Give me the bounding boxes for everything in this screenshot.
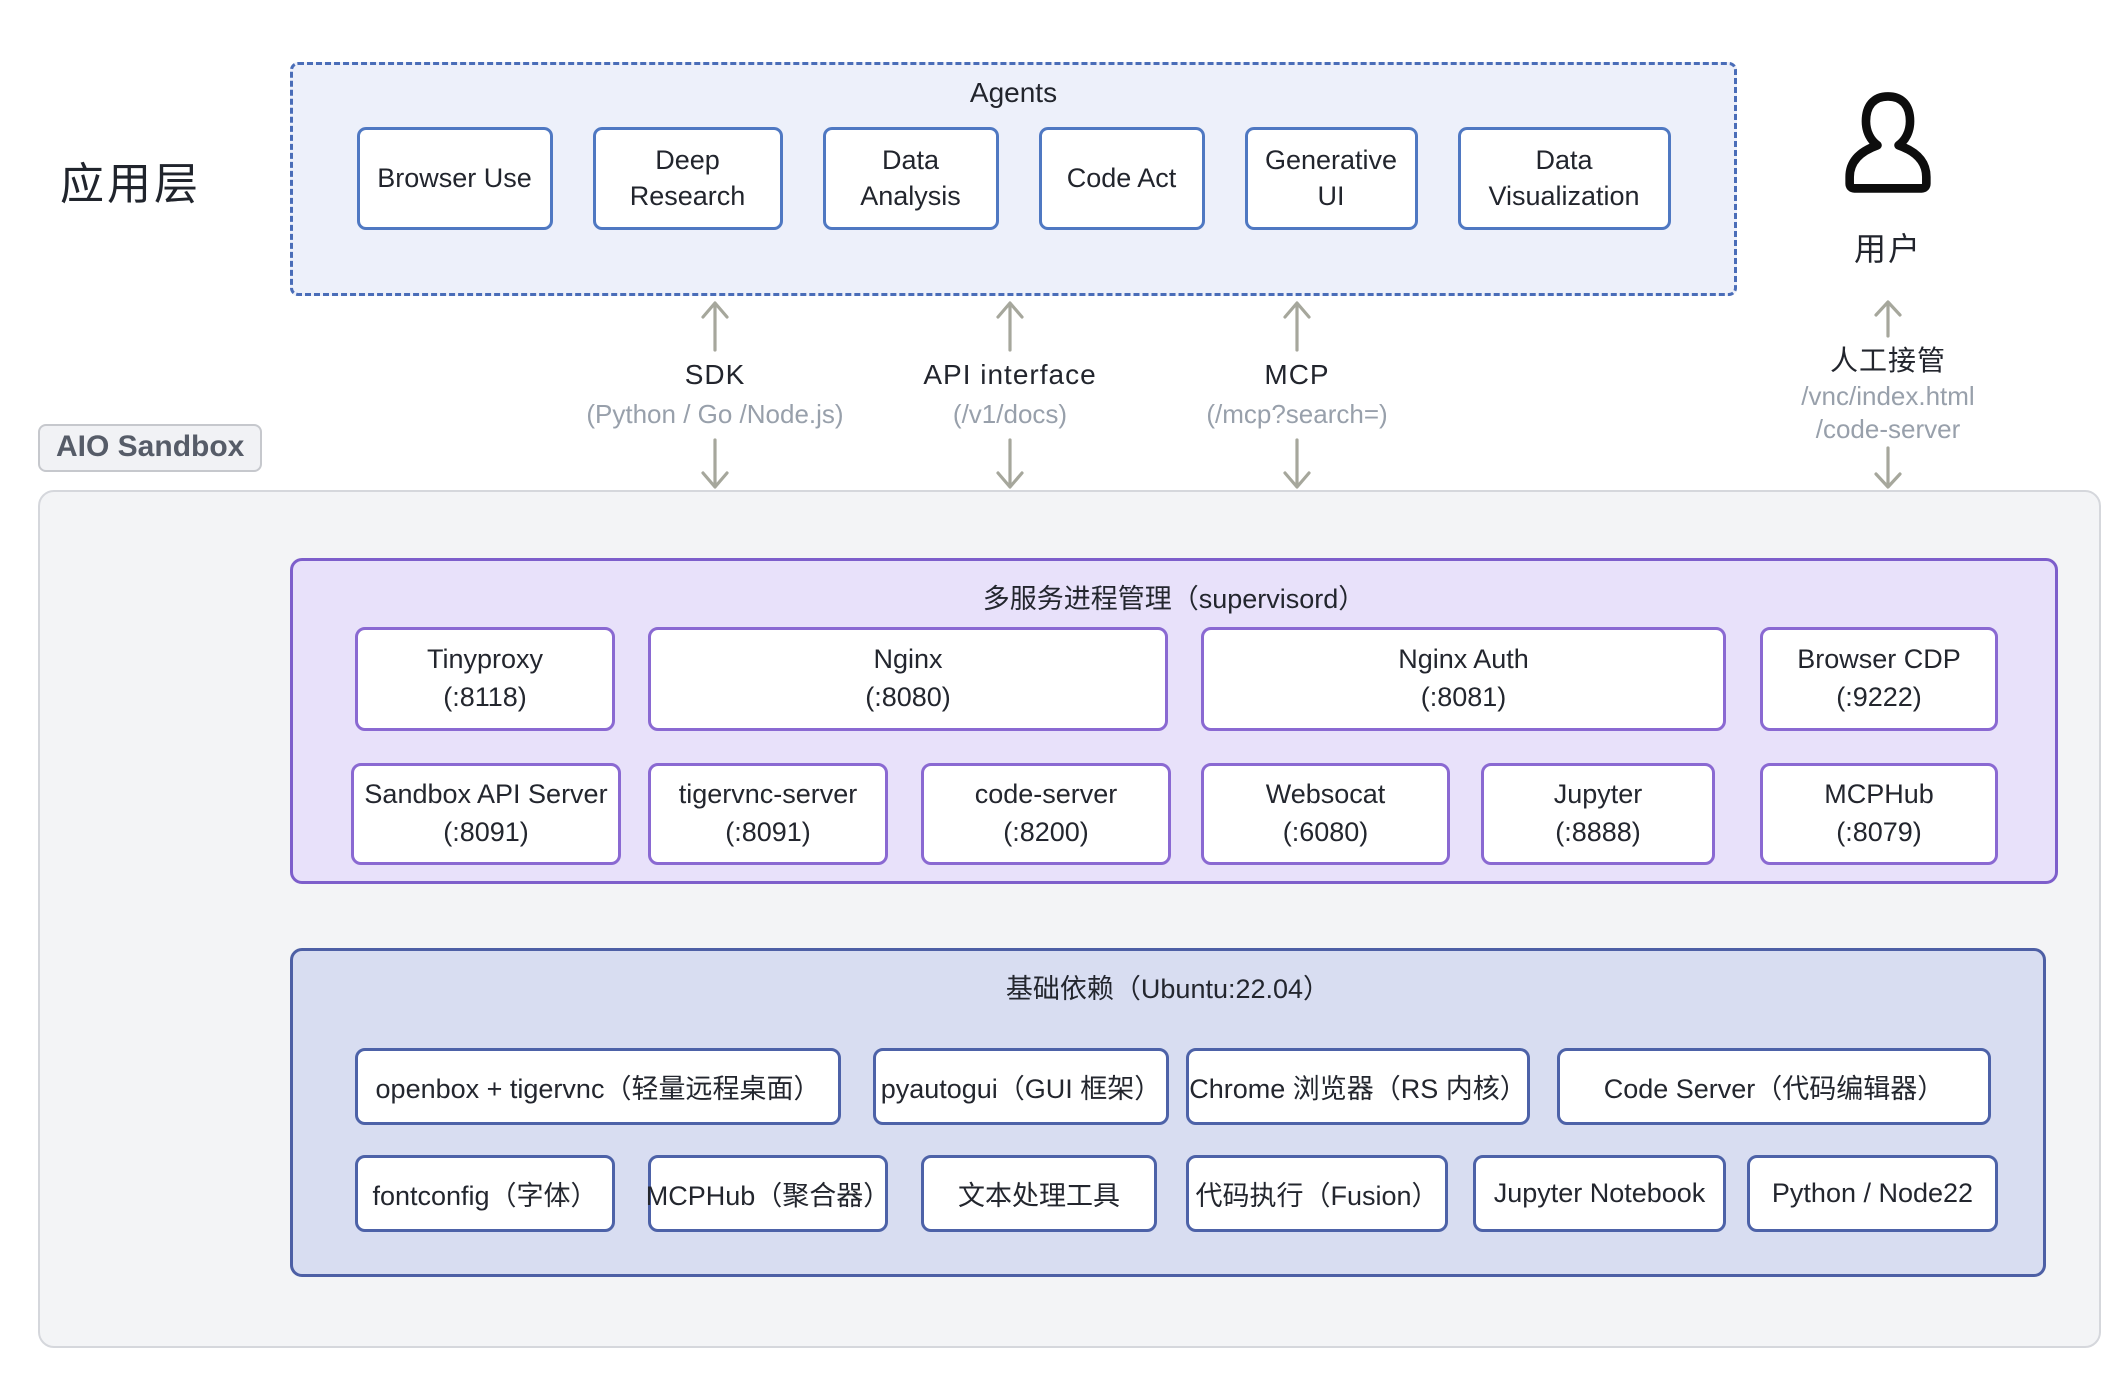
agent-box-code-act: Code Act: [1038, 127, 1205, 230]
service-name: MCPHub: [1824, 779, 1934, 810]
service-port: (:8200): [1003, 817, 1089, 847]
connector-label: MCP: [1264, 359, 1330, 391]
service-box-sandbox-api-server: Sandbox API Server (:8091): [351, 763, 621, 865]
service-name: Sandbox API Server: [364, 779, 608, 810]
up-arrow-icon: [701, 301, 729, 352]
app-layer-label: 应用层: [60, 160, 201, 209]
connector-label: SDK: [684, 359, 746, 391]
service-box-mcphub: MCPHub (:8079): [1760, 763, 1998, 865]
connector-sublabel-2: /code-server: [1815, 413, 1961, 444]
service-name: tigervnc-server: [678, 779, 858, 810]
dependency-box-jupyter-notebook: Jupyter Notebook: [1473, 1155, 1726, 1232]
service-box-nginx-auth: Nginx Auth (:8081): [1201, 627, 1726, 731]
service-box-websocat: Websocat (:6080): [1201, 763, 1450, 865]
connector-manual-takeover: 人工接管 /vnc/index.html /code-server: [1718, 298, 2058, 492]
supervisor-container: 多服务进程管理（supervisord） Tinyproxy (:8118) N…: [290, 558, 2058, 884]
service-box-browser-cdp: Browser CDP (:9222): [1760, 627, 1998, 731]
service-name: code-server: [974, 779, 1118, 810]
service-port: (:8888): [1555, 817, 1641, 847]
service-box-tinyproxy: Tinyproxy (:8118): [355, 627, 615, 731]
service-box-code-server: code-server (:8200): [921, 763, 1171, 865]
service-name: Browser CDP: [1797, 644, 1961, 675]
dependencies-title: 基础依赖（Ubuntu:22.04）: [1005, 974, 1331, 1004]
dependency-box-mcphub: MCPHub（聚合器）: [646, 1155, 890, 1232]
service-name: Tinyproxy: [426, 644, 544, 675]
service-name: Jupyter: [1553, 779, 1643, 810]
aio-sandbox-badge: AIO Sandbox: [38, 424, 263, 472]
dependency-box-pyautogui: pyautogui（GUI 框架）: [873, 1048, 1169, 1125]
up-arrow-icon: [996, 301, 1024, 352]
connector-api-interface: API interface (/v1/docs): [840, 298, 1180, 492]
agent-box-browser-use: Browser Use: [356, 127, 553, 230]
dependency-box-fontconfig: fontconfig（字体）: [355, 1155, 615, 1232]
service-name: Nginx: [873, 644, 943, 675]
connector-sublabel: /vnc/index.html: [1801, 380, 1975, 411]
service-port: (:8091): [443, 817, 529, 847]
agent-box-deep-research: Deep Research: [592, 127, 783, 230]
dependency-box-code-exec: 代码执行（Fusion）: [1186, 1155, 1448, 1232]
up-arrow-icon: [1874, 300, 1902, 338]
down-arrow-icon: [1874, 446, 1902, 489]
agent-box-generative-ui: Generative UI: [1244, 127, 1418, 230]
agent-box-data-visualization: Data Visualization: [1457, 127, 1671, 230]
service-port: (:8091): [725, 817, 811, 847]
service-port: (:8079): [1836, 817, 1922, 847]
connector-label: API interface: [923, 359, 1097, 391]
connector-sdk: SDK (Python / Go /Node.js): [545, 298, 885, 492]
service-port: (:6080): [1282, 817, 1369, 847]
service-box-nginx: Nginx (:8080): [648, 627, 1168, 731]
user-figure: 用户: [1818, 88, 1958, 270]
service-port: (:8081): [1420, 682, 1507, 712]
dependency-box-code-server: Code Server（代码编辑器）: [1557, 1048, 1991, 1125]
connector-sublabel: (/mcp?search=): [1206, 399, 1388, 430]
supervisor-title: 多服务进程管理（supervisord）: [982, 584, 1366, 614]
dependency-box-chrome: Chrome 浏览器（RS 内核）: [1186, 1048, 1530, 1125]
service-box-jupyter: Jupyter (:8888): [1481, 763, 1715, 865]
service-port: (:8118): [443, 682, 527, 712]
down-arrow-icon: [996, 438, 1024, 489]
service-name: Nginx Auth: [1398, 644, 1529, 675]
dependency-box-python-node: Python / Node22: [1747, 1155, 1998, 1232]
connector-mcp: MCP (/mcp?search=): [1127, 298, 1467, 492]
dependency-box-text-tools: 文本处理工具: [921, 1155, 1157, 1232]
connector-label: 人工接管: [1829, 344, 1946, 376]
dependencies-container: 基础依赖（Ubuntu:22.04） openbox + tigervnc（轻量…: [290, 948, 2046, 1277]
dependency-box-openbox-tigervnc: openbox + tigervnc（轻量远程桌面）: [355, 1048, 841, 1125]
down-arrow-icon: [701, 438, 729, 489]
agents-title: Agents: [969, 77, 1058, 108]
person-icon: [1845, 92, 1931, 193]
service-port: (:8080): [865, 682, 951, 712]
connector-sublabel: (Python / Go /Node.js): [586, 399, 844, 430]
up-arrow-icon: [1283, 301, 1311, 352]
service-name: Websocat: [1265, 779, 1386, 810]
agents-row: Browser Use Deep Research Data Analysis …: [293, 127, 1734, 230]
down-arrow-icon: [1283, 438, 1311, 489]
user-label: 用户: [1853, 231, 1922, 267]
agents-container: Agents Browser Use Deep Research Data An…: [290, 62, 1737, 296]
connector-sublabel: (/v1/docs): [952, 399, 1068, 430]
agent-box-data-analysis: Data Analysis: [822, 127, 999, 230]
service-port: (:9222): [1836, 682, 1922, 712]
service-box-tigervnc-server: tigervnc-server (:8091): [648, 763, 888, 865]
